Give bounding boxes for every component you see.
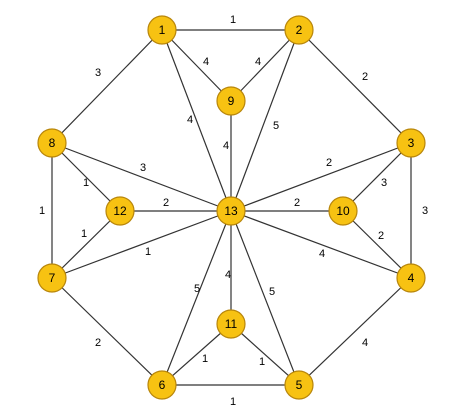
edge-weight-7-12: 1 [81, 228, 87, 240]
edge-5-11 [230, 323, 300, 386]
edge-weight-8-12: 1 [83, 177, 89, 189]
edge-4-5 [298, 277, 412, 386]
node-circle-10 [328, 196, 358, 226]
node-label-12: 12 [113, 204, 127, 218]
node-2: 2 [284, 15, 314, 45]
edge-weight-6-7: 2 [95, 337, 101, 349]
node-9: 9 [216, 86, 246, 116]
node-10: 10 [328, 196, 358, 226]
edge-weight-9-13: 4 [223, 140, 229, 152]
node-label-10: 10 [336, 204, 350, 218]
edge-5-13 [230, 210, 300, 386]
node-circle-13 [216, 196, 246, 226]
node-6: 6 [147, 370, 177, 400]
node-label-7: 7 [49, 271, 56, 285]
edge-weight-6-11: 1 [202, 353, 208, 365]
edge-weight-8-13: 3 [140, 162, 146, 174]
node-label-2: 2 [296, 23, 303, 37]
edge-weight-5-6: 1 [230, 396, 236, 408]
node-3: 3 [396, 128, 426, 158]
edge-weight-7-8: 1 [39, 205, 45, 217]
node-label-1: 1 [159, 23, 166, 37]
edge-weight-3-10: 3 [381, 177, 387, 189]
node-1: 1 [147, 15, 177, 45]
node-circle-6 [147, 370, 177, 400]
node-label-8: 8 [49, 136, 56, 150]
edge-1-13 [161, 29, 232, 212]
node-11: 11 [216, 309, 246, 339]
node-label-6: 6 [159, 378, 166, 392]
edge-weight-2-13: 5 [273, 120, 279, 132]
edge-weight-4-10: 2 [378, 230, 384, 242]
edge-4-13 [230, 210, 412, 279]
edge-2-13 [230, 29, 300, 212]
node-label-5: 5 [296, 378, 303, 392]
node-12: 12 [105, 196, 135, 226]
edge-weight-3-13: 2 [326, 157, 332, 169]
edge-weight-8-1: 3 [95, 67, 101, 79]
edge-weight-1-13: 4 [187, 114, 193, 126]
edge-7-13 [51, 210, 232, 279]
node-13: 13 [216, 196, 246, 226]
node-circle-4 [396, 263, 426, 293]
node-7: 7 [37, 263, 67, 293]
edge-3-10 [342, 142, 412, 212]
edge-weight-1-2: 1 [230, 14, 236, 26]
node-circle-3 [396, 128, 426, 158]
edge-4-10 [342, 210, 412, 279]
node-4: 4 [396, 263, 426, 293]
node-circle-12 [105, 196, 135, 226]
edge-2-9 [230, 29, 300, 102]
edge-6-7 [51, 277, 163, 386]
edge-weight-5-13: 5 [269, 286, 275, 298]
node-circle-1 [147, 15, 177, 45]
edge-6-11 [161, 323, 232, 386]
edge-weight-11-13: 4 [225, 269, 231, 281]
edge-2-3 [298, 29, 412, 144]
node-label-9: 9 [228, 94, 235, 108]
edge-weight-7-13: 1 [145, 246, 151, 258]
edge-8-12 [51, 142, 121, 212]
edge-3-13 [230, 142, 412, 212]
edge-8-1 [51, 29, 163, 144]
edge-weight-4-5: 4 [362, 337, 368, 349]
node-circle-8 [37, 128, 67, 158]
edge-weight-2-9: 4 [255, 56, 261, 68]
edge-6-13 [161, 210, 232, 386]
node-label-11: 11 [225, 317, 238, 331]
node-circle-2 [284, 15, 314, 45]
edge-8-13 [51, 142, 232, 212]
edge-weight-4-13: 4 [319, 248, 325, 260]
edge-weight-10-13: 2 [294, 197, 300, 209]
node-circle-7 [37, 263, 67, 293]
node-label-4: 4 [408, 271, 415, 285]
node-label-3: 3 [408, 136, 415, 150]
edge-weight-6-13: 5 [194, 283, 200, 295]
node-5: 5 [284, 370, 314, 400]
edge-weight-1-9: 4 [203, 56, 209, 68]
edge-7-12 [51, 210, 121, 279]
node-circle-11 [216, 309, 246, 339]
node-circle-9 [216, 86, 246, 116]
edge-weight-2-3: 2 [362, 71, 368, 83]
edge-weight-12-13: 2 [163, 197, 169, 209]
edge-1-9 [161, 29, 232, 102]
node-circle-5 [284, 370, 314, 400]
edge-weight-3-4: 3 [422, 205, 428, 217]
edges-layer [51, 29, 412, 386]
edge-weight-5-11: 1 [259, 356, 265, 368]
node-8: 8 [37, 128, 67, 158]
node-label-13: 13 [224, 204, 238, 218]
